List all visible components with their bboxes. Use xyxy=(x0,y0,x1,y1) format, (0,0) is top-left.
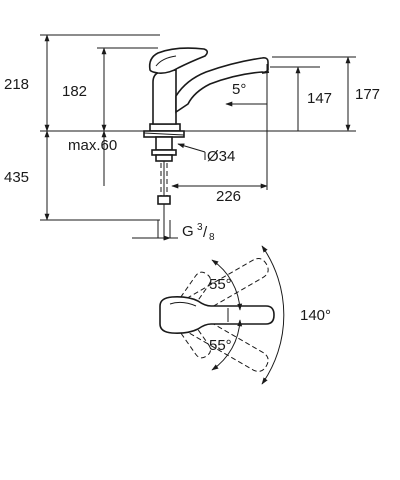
under-counter-fittings xyxy=(143,130,185,240)
dim-147-label: 147 xyxy=(307,90,332,107)
tap-lever xyxy=(148,47,209,74)
angle-upper-label: 55° xyxy=(209,276,232,293)
dim-d34-label: Ø34 xyxy=(207,148,235,165)
tap-base xyxy=(149,123,181,132)
arc-total xyxy=(261,245,285,385)
arc-lower xyxy=(211,319,243,371)
tap-top-view xyxy=(159,296,275,334)
thread-slash: / xyxy=(203,224,208,241)
side-view: 218 182 435 max.60 xyxy=(4,34,380,243)
tap-side xyxy=(148,47,270,132)
dim-435-label: 435 xyxy=(4,169,29,186)
dim-218-label: 218 xyxy=(4,76,29,93)
thread-numerator: 3 xyxy=(197,222,203,233)
tap-spout xyxy=(175,57,269,114)
arc-upper xyxy=(211,259,243,311)
dim-177-label: 177 xyxy=(355,86,380,103)
top-view: 55° 55° 140° xyxy=(159,245,331,385)
angle-lower-label: 55° xyxy=(209,337,232,354)
thread-denominator: 8 xyxy=(209,232,215,243)
dim-5deg-label: 5° xyxy=(232,81,246,98)
tap-column xyxy=(152,69,177,125)
thread-g-label: G xyxy=(182,223,194,240)
dim-182-label: 182 xyxy=(62,83,87,100)
angle-total-label: 140° xyxy=(300,307,331,324)
dim-226-label: 226 xyxy=(216,188,241,205)
dim-max60-label: max.60 xyxy=(68,137,117,154)
